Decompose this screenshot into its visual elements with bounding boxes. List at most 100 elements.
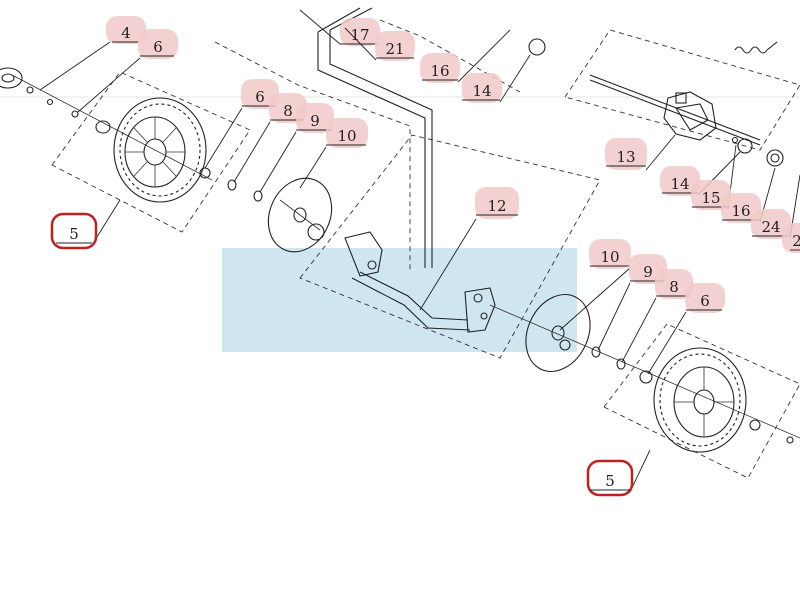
axle-dashed-box [299, 134, 601, 359]
callout-10: 10 [299, 118, 368, 189]
callout-number: 10 [600, 248, 619, 266]
callout-number: 8 [669, 278, 679, 296]
left-wheel [113, 97, 207, 203]
callout-number: 16 [731, 202, 750, 220]
right-washer-9 [591, 346, 601, 358]
left-edge-hub [0, 67, 23, 89]
callout-bubble [751, 209, 791, 239]
callout-leader-line [299, 146, 327, 189]
callout-bubble [589, 239, 631, 269]
callout-16: 16 [721, 167, 776, 223]
callout-15: 15 [691, 144, 737, 210]
right-washer-8 [616, 358, 626, 370]
callout-17: 17 [299, 9, 380, 46]
left-disc [267, 177, 333, 253]
callout-bubble [138, 29, 178, 59]
callout-bubble [655, 269, 693, 299]
callout-number: 5 [605, 472, 615, 490]
callout-number: 14 [670, 175, 689, 193]
drive-shaft-2 [589, 79, 761, 146]
top-left-dashed-guide [214, 41, 411, 272]
callout-12: 12 [419, 187, 519, 311]
right-wheel [653, 347, 747, 453]
callout-number: 6 [153, 38, 163, 56]
callout-leader-line [419, 218, 477, 311]
callout-bubble [721, 193, 761, 223]
callout-number: 6 [255, 88, 265, 106]
callout-bubble [475, 187, 519, 219]
callout-leader-line [559, 267, 631, 331]
axle-bracket [344, 231, 496, 333]
left-wheel-dashed-box [51, 71, 251, 233]
handle-rail-inner [329, 30, 433, 268]
callout-bubble [296, 103, 334, 133]
callout-number: 12 [487, 197, 506, 215]
left-washer-small-c [71, 110, 79, 118]
callout-leader-line [645, 134, 676, 171]
callout-leader-line [629, 449, 651, 493]
callout-13: 13 [605, 134, 676, 171]
callout-highlight-ring [50, 212, 98, 250]
drive-shaft [589, 74, 761, 141]
left-washer-9 [253, 190, 263, 202]
callout-number: 9 [643, 263, 653, 281]
callout-leader-line [344, 27, 377, 61]
callout-number: 17 [350, 26, 369, 44]
callout-highlight-ring [586, 459, 634, 497]
callout-number: 10 [337, 127, 356, 145]
callout-number: 6 [700, 292, 710, 310]
callout-leader-line [647, 311, 687, 375]
callout-leader-line [457, 29, 511, 83]
handle-rail-outer [317, 32, 426, 268]
gearbox [663, 91, 717, 141]
callout-9: 9 [259, 103, 334, 193]
left-bushing [95, 120, 111, 134]
gearbox-dashed-box [564, 29, 800, 151]
callout-14: 14 [462, 54, 531, 103]
callout-5: 5 [586, 449, 651, 497]
callout-number: 5 [69, 225, 79, 243]
callout-bubble [782, 223, 800, 253]
left-washer-8 [227, 179, 237, 191]
callout-21: 21 [344, 27, 415, 61]
callout-number: 16 [430, 62, 449, 80]
callout-4: 4 [39, 16, 146, 91]
callout-8: 8 [621, 269, 693, 363]
callout-bubble [375, 31, 415, 61]
right-wheel-bearing [749, 419, 761, 431]
callout-14: 14 [660, 151, 741, 196]
callout-leader-line [499, 54, 531, 103]
callout-6: 6 [77, 29, 178, 113]
callout-leader-line [233, 121, 271, 183]
callout-leader-line [77, 57, 141, 113]
callout-number: 4 [121, 24, 131, 42]
left-washer-small-a [26, 86, 34, 94]
callout-16: 16 [420, 29, 511, 83]
callout-bubble [106, 16, 146, 44]
top-bushing-14 [528, 38, 546, 56]
right-bushing [639, 370, 653, 384]
left-edge-hub-inner [1, 73, 15, 83]
callout-number: 2 [792, 232, 800, 250]
callout-bubble [660, 166, 700, 196]
callout-24: 24 [751, 174, 800, 239]
callout-leader-line [299, 9, 341, 45]
callout-bubble [685, 283, 725, 313]
right-bearing-16-inner [770, 153, 780, 163]
callout-leader-line [39, 41, 111, 91]
callout-5: 5 [50, 199, 121, 250]
right-bearing-16 [766, 149, 784, 167]
callout-leader-line [621, 297, 657, 363]
callout-bubble [340, 18, 380, 46]
callout-bubble [691, 180, 731, 210]
callout-2: 2 [782, 223, 800, 253]
callout-number: 15 [701, 189, 720, 207]
right-edge-washer [786, 436, 794, 444]
callout-number: 14 [472, 82, 491, 100]
callout-number: 9 [310, 112, 320, 130]
callout-leader-line [597, 282, 631, 351]
callout-bubble [420, 53, 460, 83]
right-washer-15 [731, 136, 739, 144]
